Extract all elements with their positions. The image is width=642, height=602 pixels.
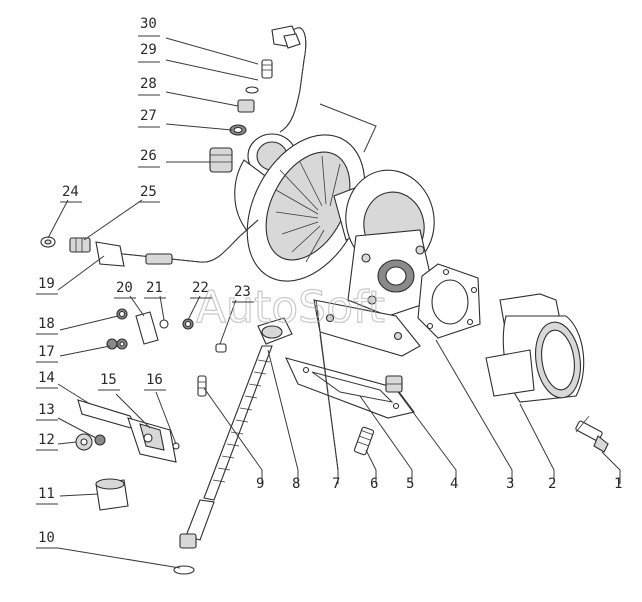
callout-10: 10 (38, 530, 55, 546)
callout-9: 9 (256, 476, 264, 492)
callout-23: 23 (234, 284, 251, 300)
callout-29: 29 (140, 42, 157, 58)
callout-13: 13 (38, 402, 55, 418)
callout-12: 12 (38, 432, 55, 448)
watermark: AutoSoft (196, 282, 385, 333)
callout-24: 24 (62, 184, 79, 200)
hose-corrugation (212, 359, 271, 483)
callout-17: 17 (38, 344, 55, 360)
callout-labels: 30 29 28 27 26 24 25 19 20 21 22 23 18 1… (36, 16, 622, 549)
callout-6: 6 (370, 476, 378, 492)
callout-8: 8 (292, 476, 300, 492)
callout-30: 30 (140, 16, 157, 32)
callout-4: 4 (450, 476, 458, 492)
callout-11: 11 (38, 486, 55, 502)
callout-7: 7 (332, 476, 340, 492)
callout-15: 15 (100, 372, 117, 388)
callout-21: 21 (146, 280, 163, 296)
callout-28: 28 (140, 76, 157, 92)
callout-27: 27 (140, 108, 157, 124)
callout-25: 25 (140, 184, 157, 200)
callout-18: 18 (38, 316, 55, 332)
callout-3: 3 (506, 476, 514, 492)
compressor-ribs (275, 155, 341, 263)
callout-1: 1 (614, 476, 622, 492)
part-drawing (40, 25, 609, 575)
callout-19: 19 (38, 276, 55, 292)
callout-16: 16 (146, 372, 163, 388)
callout-2: 2 (548, 476, 556, 492)
callout-20: 20 (116, 280, 133, 296)
callout-14: 14 (38, 370, 55, 386)
callout-22: 22 (192, 280, 209, 296)
callout-26: 26 (140, 148, 157, 164)
callout-5: 5 (406, 476, 414, 492)
leader-lines (47, 37, 621, 569)
